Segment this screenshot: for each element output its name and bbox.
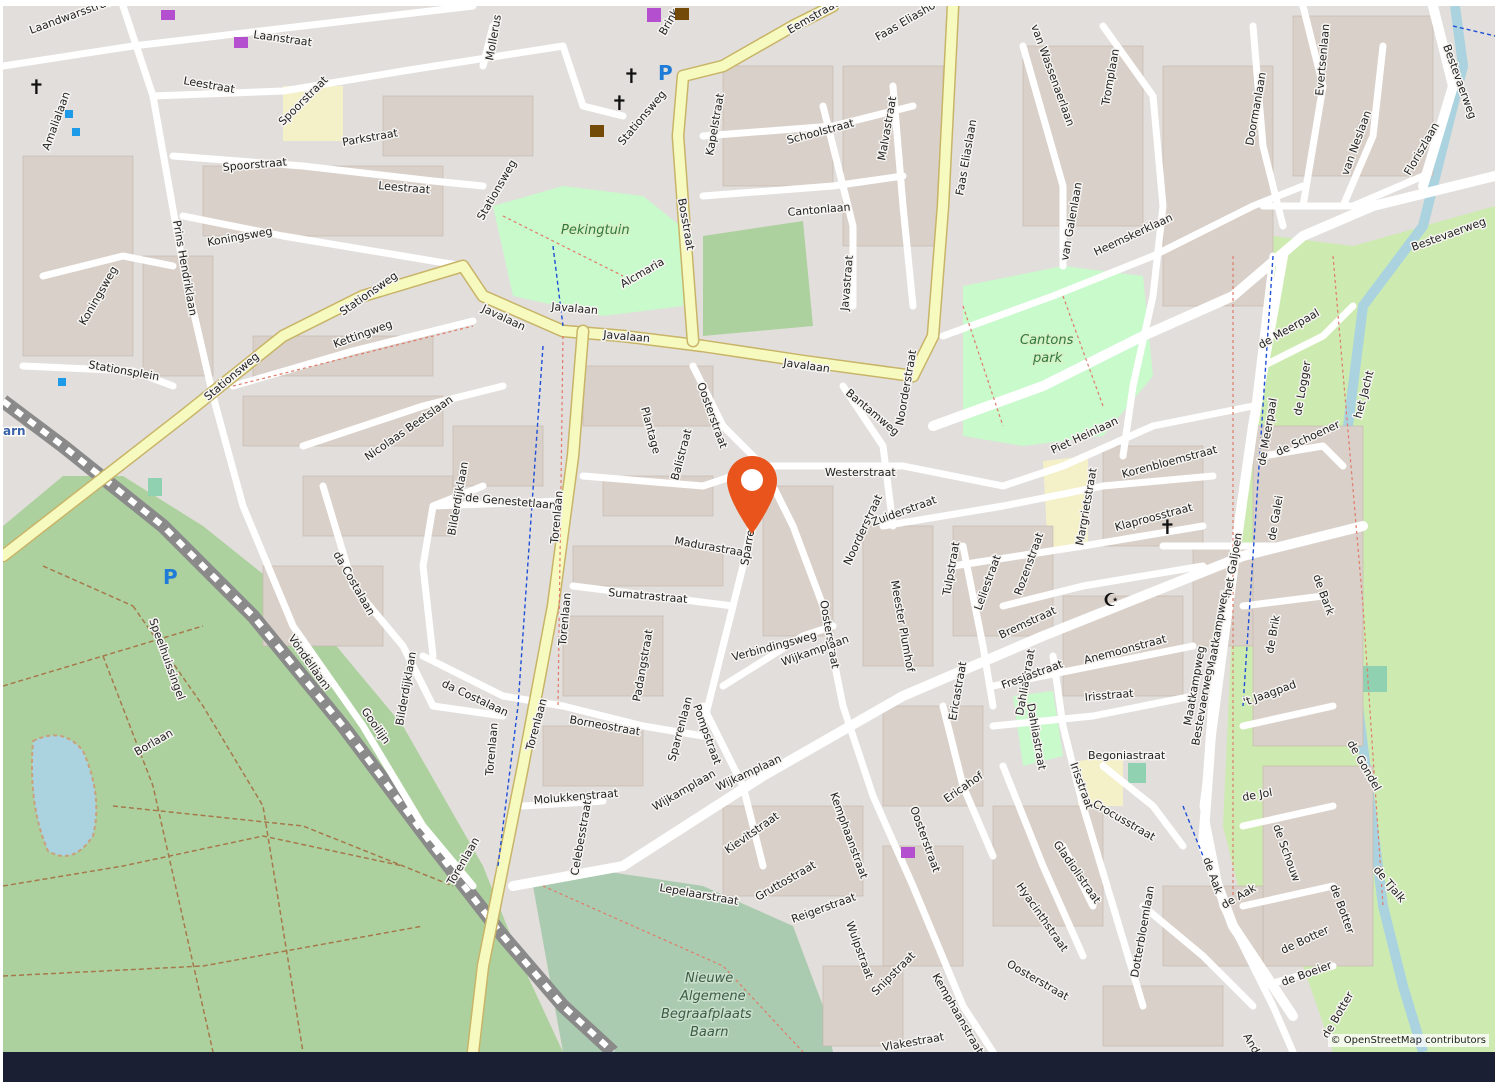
street-label: Torenlaan	[548, 490, 566, 545]
map-attribution[interactable]: © OpenStreetMap contributors	[1327, 1034, 1489, 1047]
footpaths	[232, 215, 1384, 1052]
bus-stop-icon	[65, 110, 73, 118]
mosque-icon: ☪	[1103, 590, 1119, 611]
map-canvas[interactable]: arn Pekingtuin Cantons park Nieuwe Algem…	[3, 6, 1495, 1052]
church-icon: ✝	[623, 64, 640, 88]
church-icon: ✝	[1159, 515, 1176, 539]
bus-stop-icon	[72, 128, 80, 136]
street-label: Torenlaan	[556, 592, 574, 647]
school-area	[1043, 456, 1088, 551]
pin-hole	[741, 469, 763, 491]
pitch-3	[148, 478, 162, 496]
school-area-2	[283, 86, 343, 141]
bottom-bar	[3, 1052, 1495, 1082]
playground-area	[1013, 691, 1063, 766]
railway	[3, 395, 618, 1052]
forest-pond	[31, 734, 98, 857]
shop-icon	[901, 847, 915, 858]
street-label: Javalaan	[550, 300, 599, 317]
cemetery-area	[533, 871, 833, 1052]
map-viewport[interactable]: arn Pekingtuin Cantons park Nieuwe Algem…	[3, 6, 1495, 1052]
church-icon: ✝	[28, 75, 45, 99]
location-pin-icon[interactable]	[725, 454, 779, 536]
cycleways	[497, 25, 1495, 867]
pitch-1	[1128, 763, 1146, 783]
pitch-2	[1363, 666, 1387, 692]
cantons-park-label-2: park	[1032, 351, 1063, 366]
cemetery-label-2: Algemene	[679, 989, 746, 1004]
secondary-roads	[508, 6, 1495, 1021]
parking-icon: P	[163, 565, 178, 589]
poi-icons: ✝ ✝ ✝ ✝ ☪ P P	[28, 8, 1176, 858]
shop-icon	[161, 10, 175, 20]
street-label: Begoniastraat	[1088, 749, 1166, 762]
cantons-park-label-1: Cantons	[1020, 333, 1074, 348]
bus-stop-icon	[58, 378, 66, 386]
primary-roads	[3, 6, 960, 1052]
street-label: Javalaan	[602, 328, 651, 345]
building-blocks	[22, 15, 1434, 1047]
museum-icon	[675, 8, 689, 20]
station-label: arn	[3, 424, 26, 438]
forest-tracks	[3, 565, 454, 1052]
pekingtuin-area	[493, 186, 693, 316]
school-area-3	[1078, 756, 1123, 806]
parking-icon: P	[658, 61, 673, 85]
church-icon: ✝	[611, 91, 628, 115]
woods-patch	[703, 221, 813, 336]
pekingtuin-label: Pekingtuin	[561, 223, 630, 238]
shop-icon	[234, 37, 248, 48]
street-label: Westerstraat	[825, 466, 896, 479]
toilet-icon	[647, 8, 661, 22]
monument-icon	[590, 125, 604, 137]
street-label: Leestraat	[378, 179, 431, 197]
cemetery-label-1: Nieuwe	[685, 971, 733, 986]
cemetery-label-4: Baarn	[690, 1025, 728, 1040]
pin-body	[727, 456, 777, 534]
cemetery-label-3: Begraafplaats	[661, 1007, 752, 1022]
street-label: Torenlaan	[483, 722, 501, 777]
street-label: Irisstraat	[1084, 687, 1135, 704]
